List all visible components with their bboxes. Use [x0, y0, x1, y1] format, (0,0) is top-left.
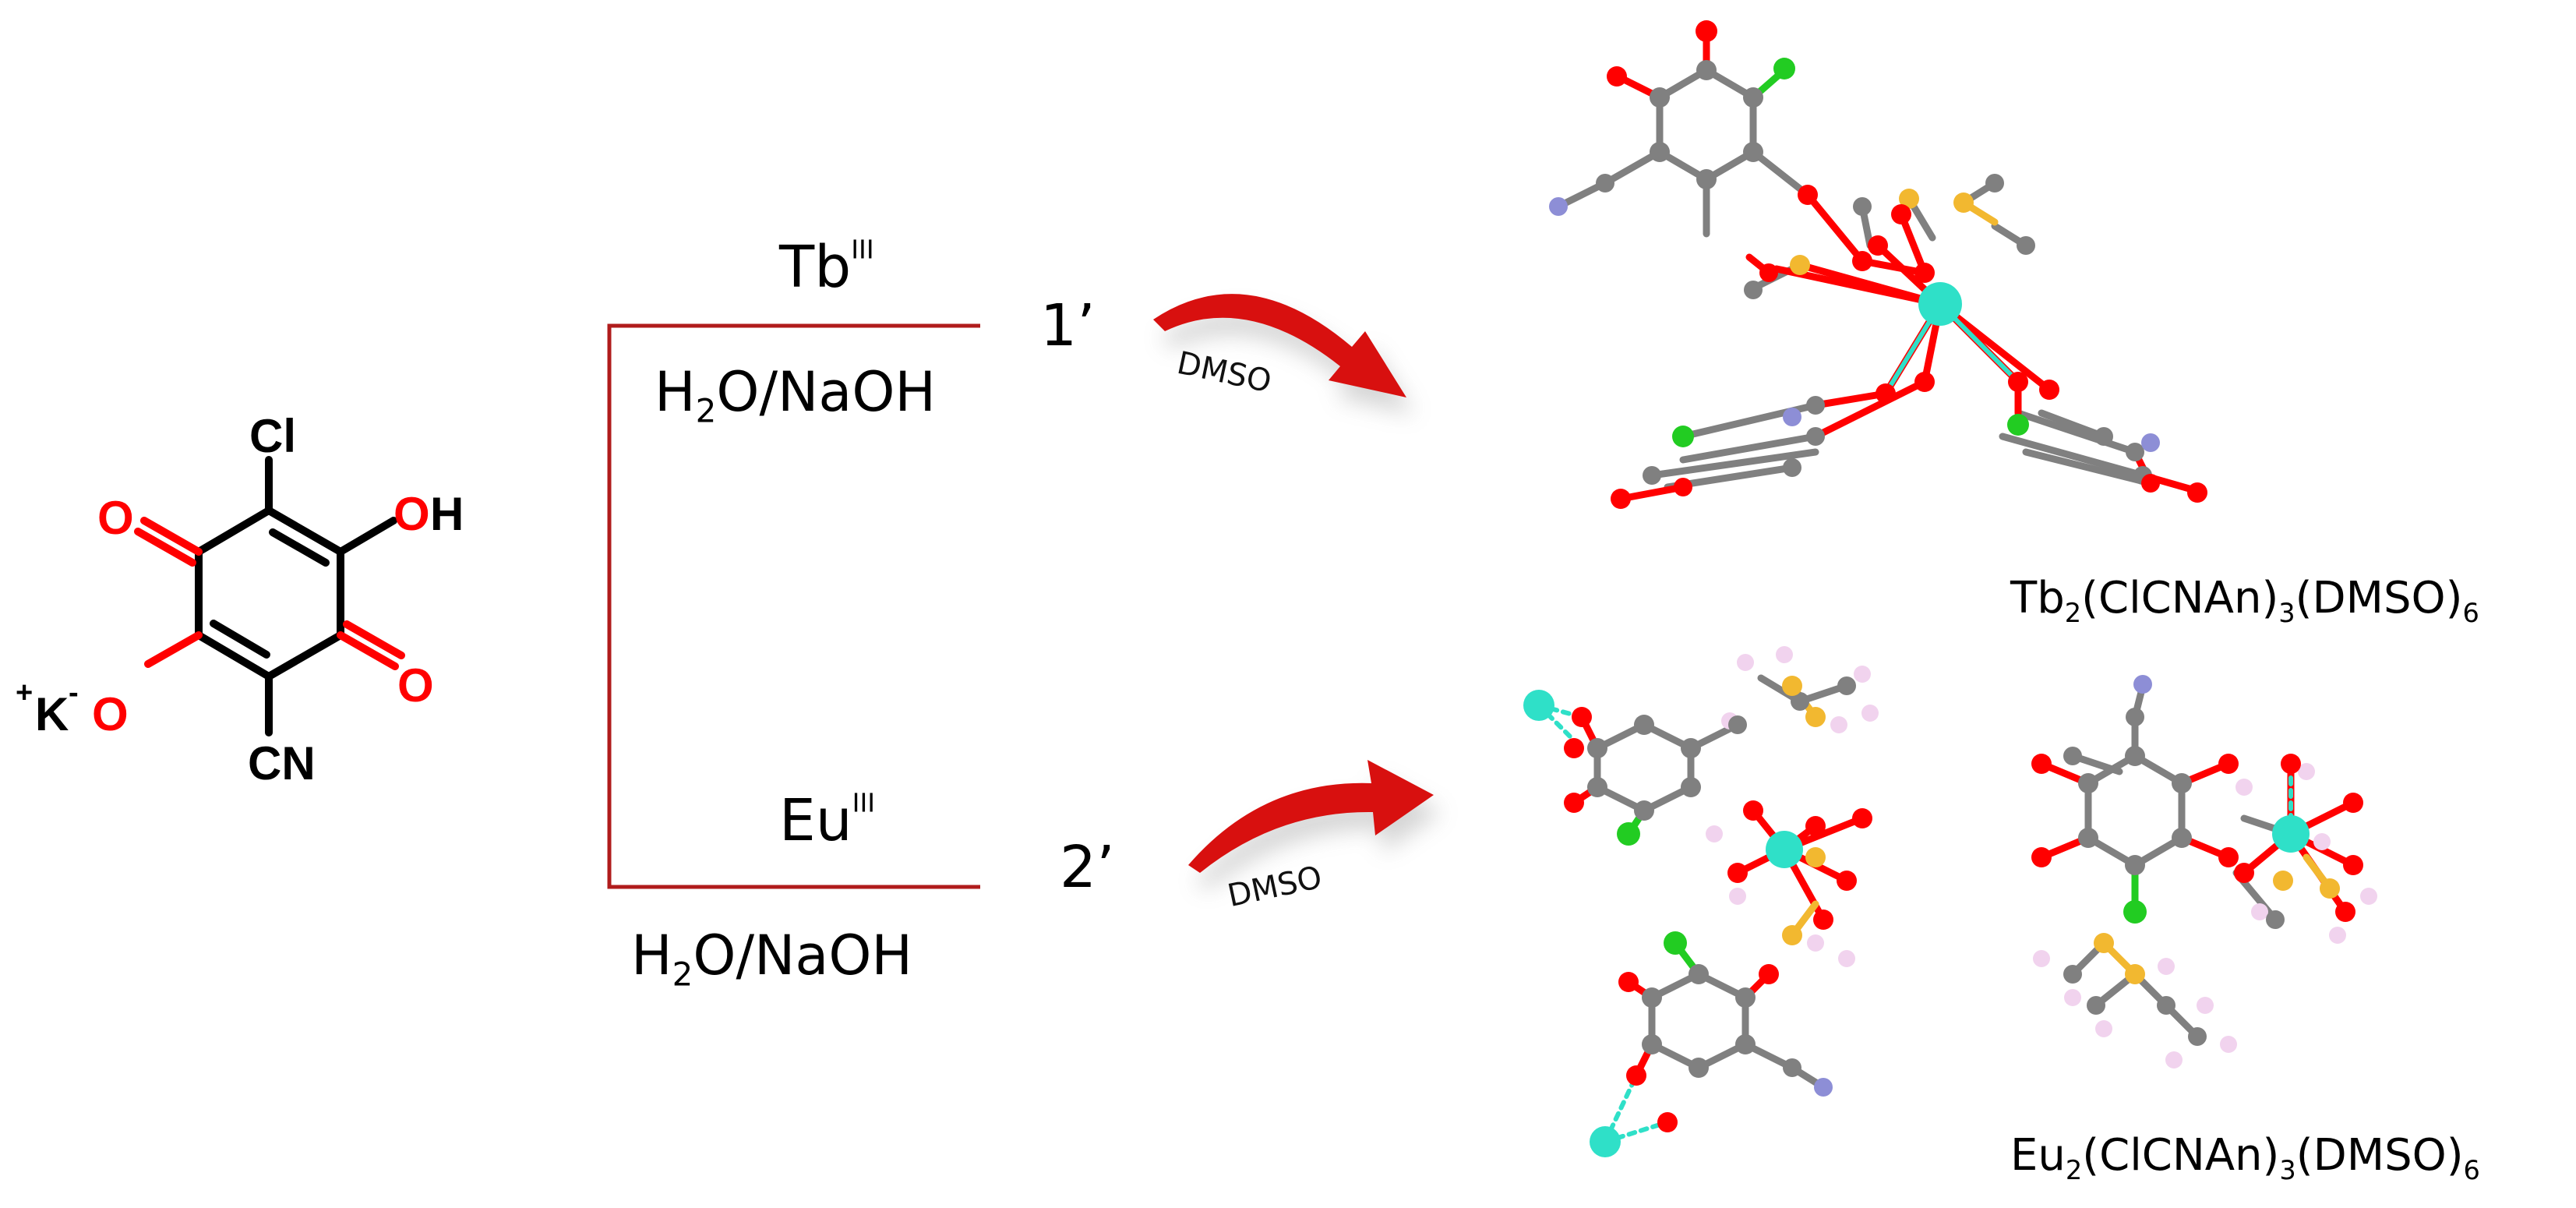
- phenoxide-oxygen-label: O: [92, 688, 129, 740]
- top-metal-label: TbIII: [779, 234, 874, 301]
- potassium-label: K: [35, 688, 69, 740]
- carbonyl-oxygen-left-label: O: [97, 492, 134, 544]
- product-number-top: 1’: [1040, 292, 1096, 359]
- top-solvent-label: H2O/NaOH: [655, 360, 937, 430]
- potassium-charge-minus: -: [69, 676, 79, 709]
- potassium-charge-plus: +: [16, 676, 34, 709]
- formula-eu: Eu2(ClCNAn)3(DMSO)6: [2010, 1130, 2480, 1185]
- product-number-bottom: 2’: [1060, 834, 1115, 901]
- arrow-bottom-icon: [1188, 760, 1442, 890]
- chlorine-label: Cl: [249, 410, 296, 462]
- bottom-solvent-label: H2O/NaOH: [631, 924, 913, 994]
- formula-tb: Tb2(ClCNAn)3(DMSO)6: [2010, 573, 2479, 628]
- hydroxyl-oxygen-label: O: [393, 488, 430, 540]
- cyano-label: CN: [248, 737, 316, 789]
- hydroxyl-hydrogen-label: H: [430, 488, 464, 540]
- arrow-top-icon: [1153, 294, 1414, 415]
- carbonyl-oxygen-right-label: O: [397, 659, 434, 712]
- bottom-metal-label: EuIII: [779, 787, 876, 854]
